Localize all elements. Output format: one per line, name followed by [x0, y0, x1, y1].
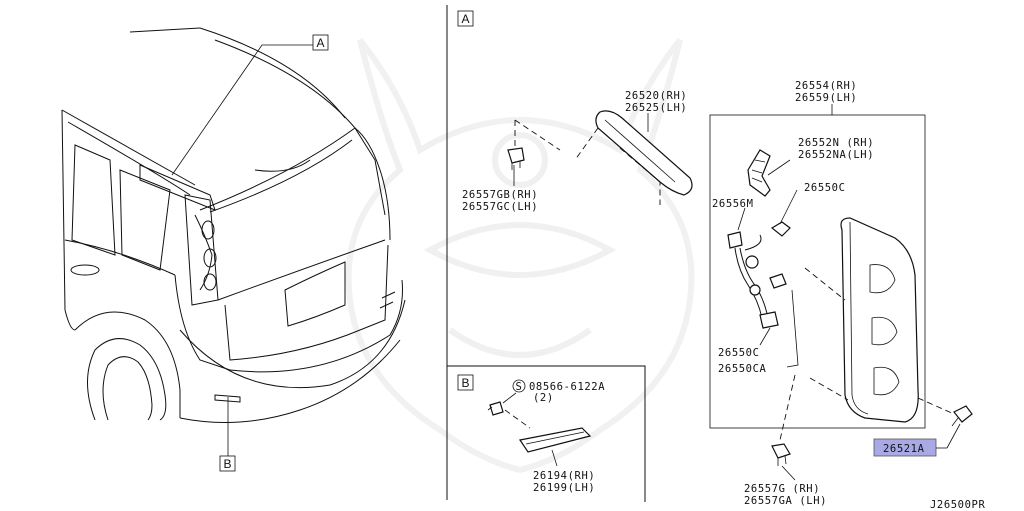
finisher-part — [574, 110, 693, 205]
reflector-part — [519, 427, 592, 467]
callout-a-label: A — [316, 36, 324, 50]
screw-highlight — [873, 438, 937, 457]
clip-part — [507, 119, 561, 186]
socket-label-lh: 26552NA(LH) — [798, 149, 874, 161]
section-b-frame — [447, 365, 646, 502]
bulb-bottom-label: 26550C — [718, 347, 760, 359]
reflector-label-rh: 26194(RH) — [533, 470, 595, 482]
bulb-top-label: 26550C — [804, 182, 846, 194]
lamp-assy-label-lh: 26559(LH) — [795, 92, 857, 104]
callout-box-b — [219, 455, 236, 472]
combination-lamp-part — [804, 217, 919, 423]
screw-b-symbol: S — [516, 381, 523, 393]
callout-b-label: B — [223, 457, 231, 471]
harness-label: 26556M — [712, 198, 754, 210]
lamp-assy-label-rh: 26554(RH) — [795, 80, 857, 92]
section-b-label: B — [461, 376, 469, 390]
clip-label-lh: 26557GC(LH) — [462, 201, 538, 213]
reflector-label-lh: 26199(LH) — [533, 482, 595, 494]
bulb-ca-label: 26550CA — [718, 363, 767, 375]
socket-label-rh: 26552N (RH) — [798, 137, 874, 149]
screw-b-qty: (2) — [533, 392, 554, 404]
screw-highlight-label: 26521A — [883, 443, 925, 455]
socket-part — [747, 149, 791, 197]
screw-b-part — [487, 401, 531, 429]
screw-part — [917, 397, 973, 449]
section-b-box — [457, 374, 474, 391]
clip-g-label-lh: 26557GA (LH) — [744, 495, 827, 507]
section-a-box — [457, 10, 474, 27]
screw-b-symbol-circle — [512, 379, 526, 393]
clip-g-part — [771, 374, 796, 481]
finisher-label-rh: 26520(RH) — [625, 90, 687, 102]
callout-box-a — [312, 34, 329, 51]
section-a-label: A — [461, 12, 469, 26]
finisher-label-lh: 26525(LH) — [625, 102, 687, 114]
diagram-code: J26500PR — [930, 499, 985, 511]
screw-b-label: 08566-6122A — [529, 381, 605, 393]
clip-label-rh: 26557GB(RH) — [462, 189, 538, 201]
bulb-part-top — [770, 189, 798, 237]
lamp-assy-frame — [709, 114, 926, 429]
clip-g-label-rh: 26557G (RH) — [744, 483, 820, 495]
harness-part — [727, 207, 787, 329]
car-rear-illustration: A B — [61, 27, 406, 472]
watermark-emblem — [345, 38, 695, 474]
